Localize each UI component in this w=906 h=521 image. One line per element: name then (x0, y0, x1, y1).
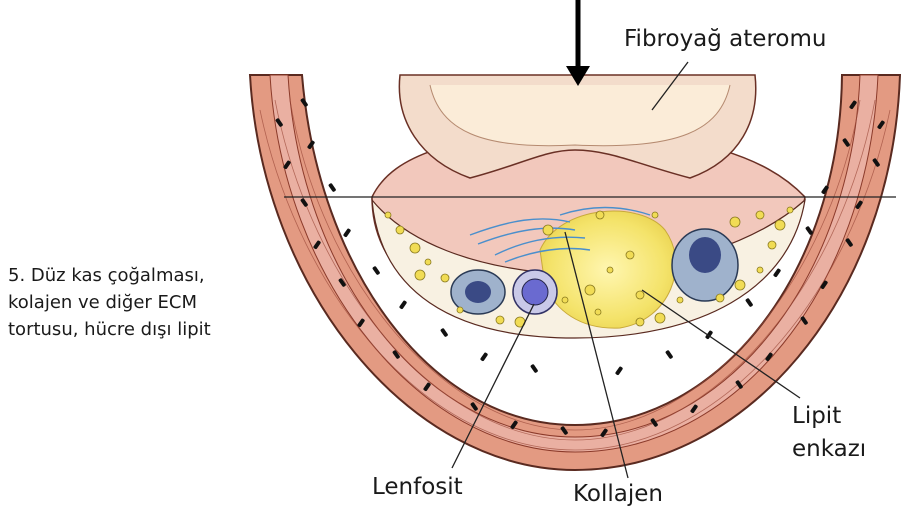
stage-note-line1: 5. Düz kas çoğalması, (8, 262, 288, 289)
wall-nucleus (328, 183, 336, 193)
wall-nucleus (530, 364, 538, 374)
stage-note-line2: kolajen ve diğer ECM (8, 289, 288, 316)
lipid-droplet (595, 309, 601, 315)
label-kollajen: Kollajen (573, 481, 663, 509)
lipid-droplet (415, 270, 425, 280)
wall-nucleus (805, 226, 813, 236)
lymphocyte-nucleus (522, 279, 548, 305)
lipid-droplet (607, 267, 613, 273)
lipid-droplet (768, 241, 776, 249)
wall-nucleus (745, 298, 753, 308)
lipid-droplet (636, 291, 644, 299)
label-lipit-enkazi: Lipit enkazı (792, 400, 866, 467)
lipid-droplet (757, 267, 763, 273)
foam-cell-left-nucleus (465, 281, 491, 303)
stage-note-line3: tortusu, hücre dışı lipit (8, 316, 288, 343)
lipid-droplet (677, 297, 683, 303)
foam-cell-right-nucleus (689, 237, 721, 273)
lipid-droplet (396, 226, 404, 234)
lipid-droplet (543, 225, 553, 235)
wall-nucleus (440, 328, 448, 338)
lipid-droplet (787, 207, 793, 213)
wall-nucleus (343, 228, 351, 238)
label-lipit-line2: enkazı (792, 433, 866, 466)
lipid-droplet (636, 318, 644, 326)
lipid-droplet (626, 251, 634, 259)
wall-nucleus (372, 266, 380, 276)
lipid-droplet (730, 217, 740, 227)
lipid-droplet (596, 211, 604, 219)
wall-nucleus (480, 352, 488, 362)
lipid-droplet (735, 280, 745, 290)
stage-note: 5. Düz kas çoğalması, kolajen ve diğer E… (8, 262, 288, 343)
lipid-droplet (385, 212, 391, 218)
lipid-droplet (652, 212, 658, 218)
wall-nucleus (665, 350, 673, 360)
wall-nucleus (399, 300, 407, 310)
wall-nucleus (615, 366, 623, 376)
lipid-droplet (441, 274, 449, 282)
lipid-droplet (496, 316, 504, 324)
lipid-droplet (655, 313, 665, 323)
label-fibroyag-ateromu: Fibroyağ ateromu (624, 26, 826, 54)
label-lenfosit: Lenfosit (372, 474, 463, 502)
lipid-droplet (457, 307, 463, 313)
label-lipit-line1: Lipit (792, 400, 866, 433)
lipid-droplet (410, 243, 420, 253)
lipid-droplet (585, 285, 595, 295)
lipid-droplet (425, 259, 431, 265)
wall-nucleus (773, 268, 781, 278)
lipid-droplet (775, 220, 785, 230)
lipid-droplet (716, 294, 724, 302)
lipid-droplet (756, 211, 764, 219)
lipid-droplet (562, 297, 568, 303)
